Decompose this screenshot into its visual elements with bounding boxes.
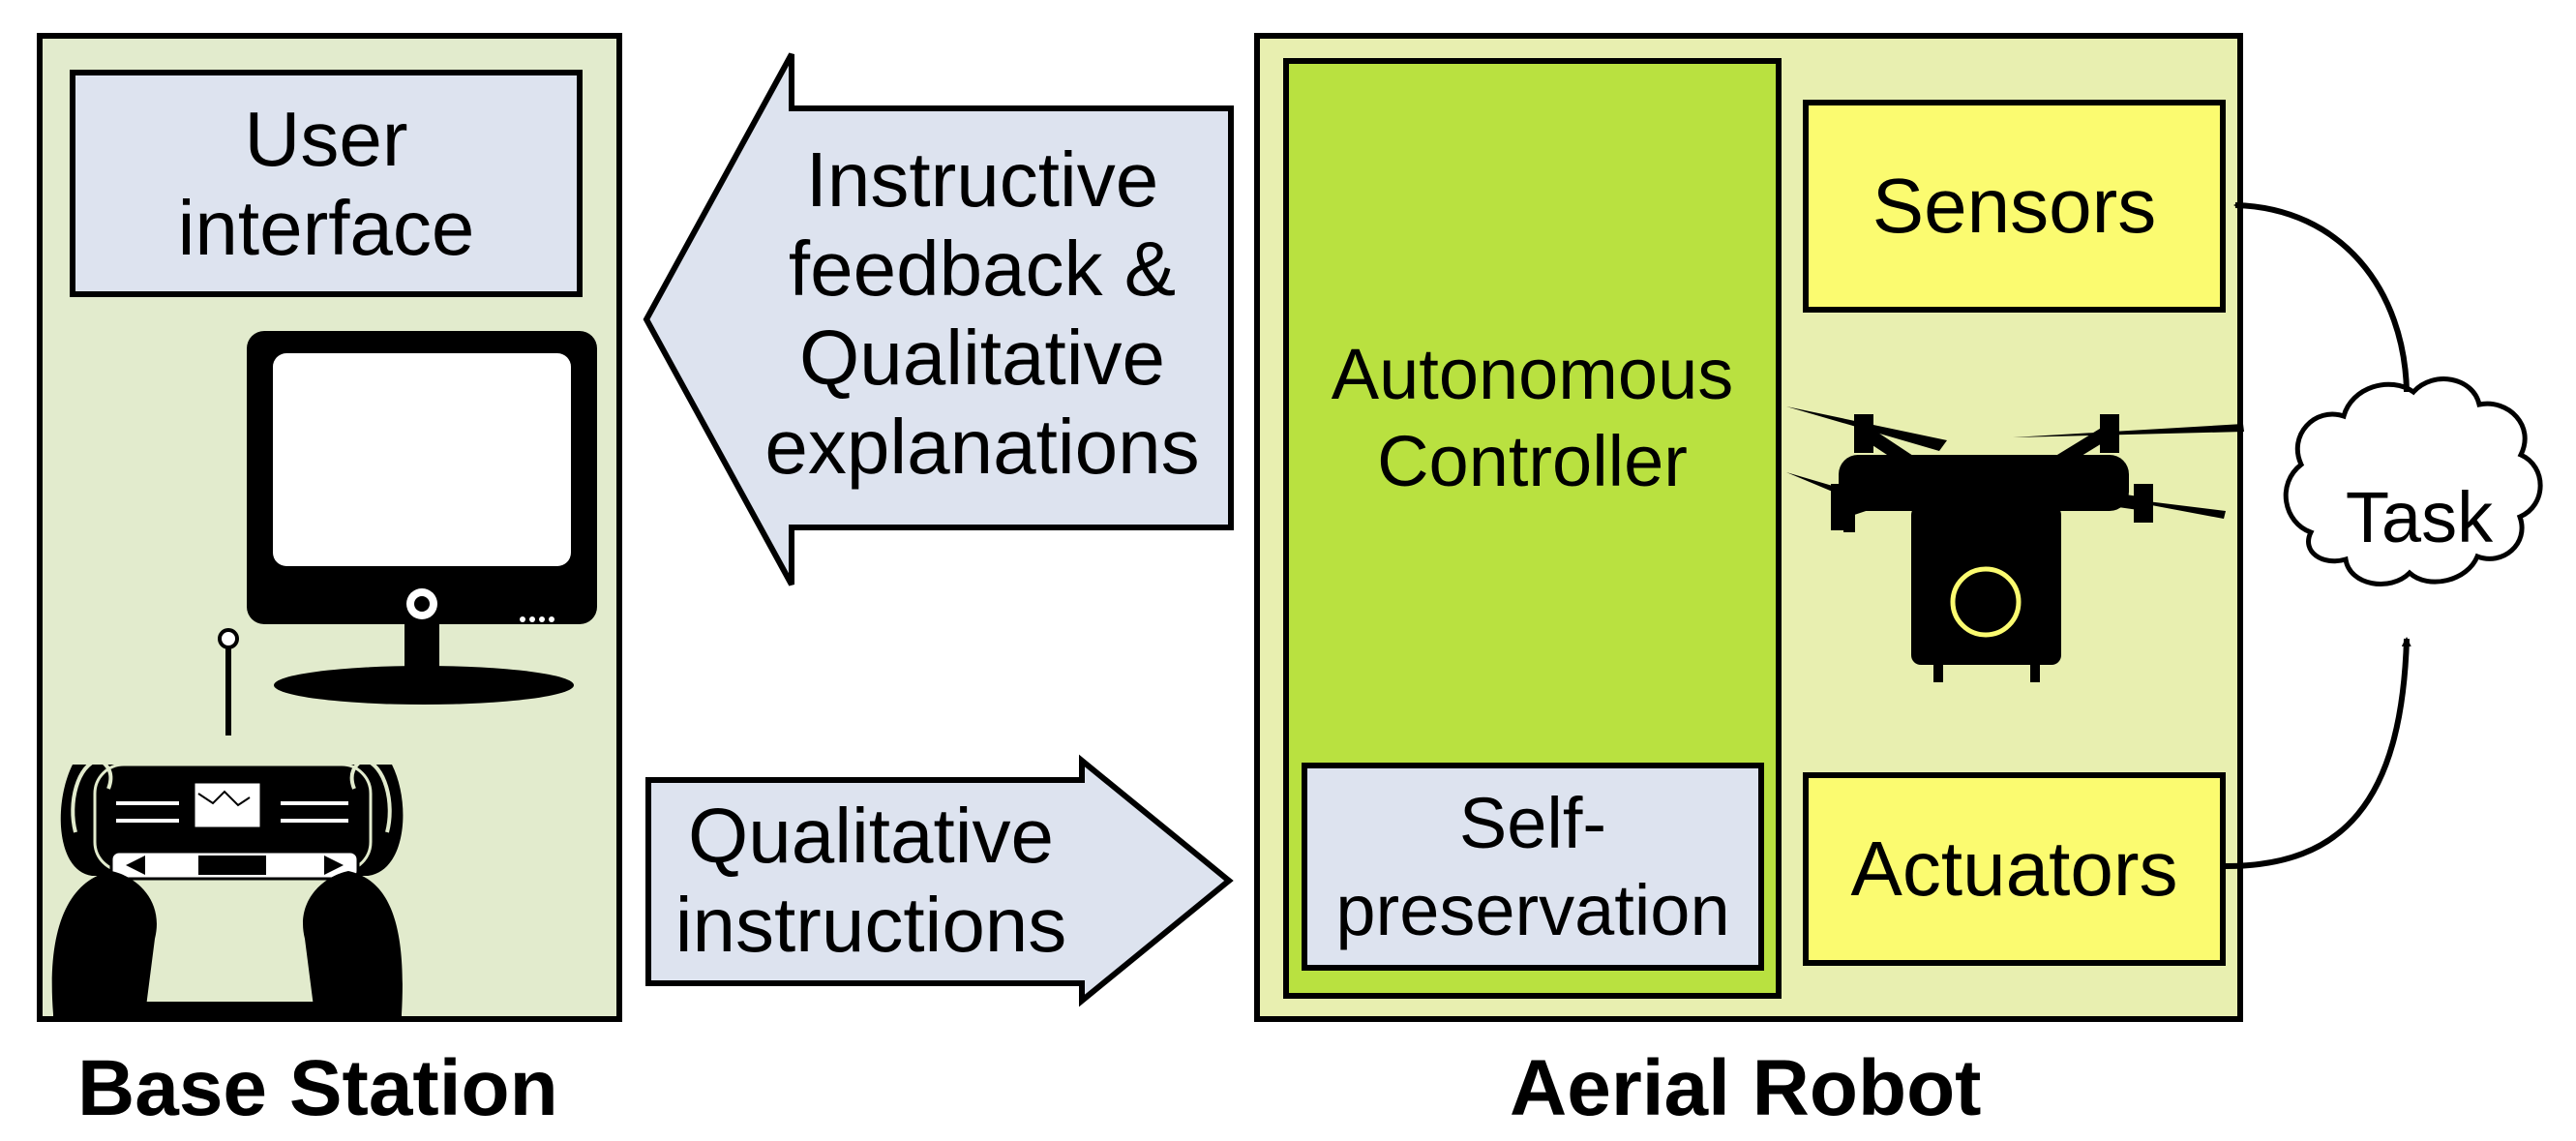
controller-label-line2: Controller	[1377, 421, 1688, 501]
instruction-arrow	[645, 754, 1234, 1007]
remote-controller-icon	[51, 628, 404, 1019]
task-label: Task	[2345, 477, 2494, 557]
instruction-arrow-label: Qualitative instructions	[658, 792, 1084, 970]
feedback-line2: feedback &	[788, 225, 1177, 312]
user-interface-box: User interface	[70, 70, 583, 297]
instruction-line1: Qualitative	[688, 793, 1054, 879]
actuators-label: Actuators	[1850, 826, 2178, 912]
feedback-line4: explanations	[764, 404, 1200, 490]
sensors-box: Sensors	[1803, 100, 2226, 313]
user-interface-label-line1: User	[244, 95, 408, 182]
drone-icon	[1786, 406, 2244, 682]
aerial-robot-caption: Aerial Robot	[1510, 1044, 1982, 1132]
feedback-arrow-label: Instructive feedback & Qualitative expla…	[755, 135, 1210, 492]
user-interface-label-line2: interface	[177, 184, 475, 271]
cloud-icon	[2283, 376, 2543, 586]
feedback-line1: Instructive	[805, 136, 1159, 223]
task-to-sensors-arrow	[2233, 200, 2410, 393]
sensors-label: Sensors	[1872, 163, 2157, 249]
monitor-icon	[247, 331, 597, 705]
self-preservation-line2: preservation	[1335, 869, 1730, 950]
instruction-line2: instructions	[674, 882, 1067, 968]
actuators-to-task-arrow	[2225, 637, 2411, 869]
autonomous-controller-label: Autonomous Controller	[1283, 331, 1782, 505]
self-preservation-line1: Self-	[1458, 782, 1607, 863]
self-preservation-box: Self- preservation	[1302, 763, 1764, 971]
feedback-line3: Qualitative	[799, 315, 1165, 401]
controller-label-line1: Autonomous	[1331, 334, 1734, 414]
base-station-caption: Base Station	[77, 1044, 558, 1132]
actuators-box: Actuators	[1803, 772, 2226, 966]
feedback-arrow	[643, 52, 1234, 586]
